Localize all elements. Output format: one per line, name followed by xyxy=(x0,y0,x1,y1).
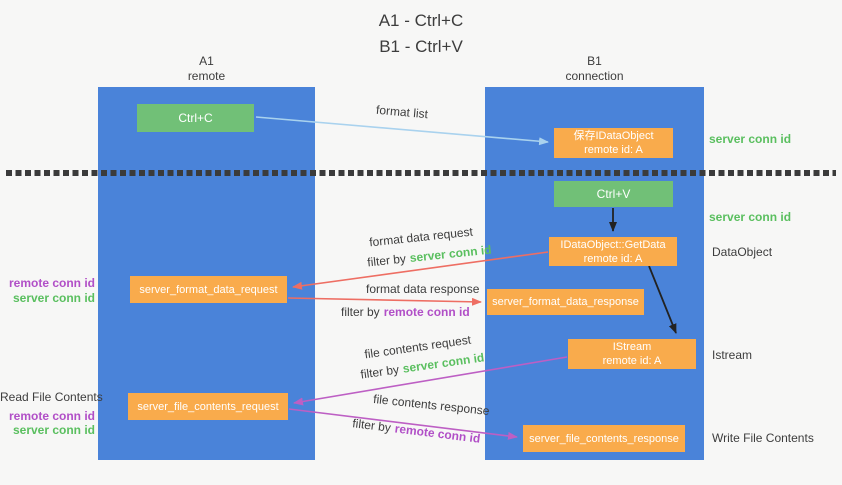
node-server-format-data-request: server_format_data_request xyxy=(130,276,287,303)
right-label-istream: Istream xyxy=(712,348,753,362)
filter-by-text: filter by xyxy=(366,251,407,270)
left-label-read-file-contents: Read File Contents xyxy=(0,390,103,404)
left-label-remote-conn-id-2: remote conn id xyxy=(8,409,95,423)
node-save-idataobject-remote-id: remote id: A xyxy=(584,144,643,156)
title-line-1: A1 - Ctrl+C xyxy=(378,11,464,30)
filter-by-text: filter by xyxy=(341,305,380,319)
lane-header-a1: A1 remote xyxy=(98,54,315,84)
right-label-server-conn-id-2: server conn id xyxy=(709,210,792,224)
edge-label-format-list: format list xyxy=(375,102,429,122)
node-save-idataobject: 保存IDataObject remote id: A xyxy=(554,128,673,158)
lane-header-b1: B1 connection xyxy=(485,54,704,84)
server-conn-id-text: server conn id xyxy=(409,242,493,266)
node-server-file-contents-request: server_file_contents_request xyxy=(128,393,288,420)
lane-a1-name: A1 xyxy=(199,54,214,68)
node-ctrl-c: Ctrl+C xyxy=(137,104,254,132)
node-getdata-title: IDataObject::GetData xyxy=(560,238,666,251)
edge-label-format-data-response: format data response xyxy=(366,282,480,296)
left-label-server-conn-id-2: server conn id xyxy=(12,423,95,437)
filter-by-text: filter by xyxy=(351,416,392,435)
node-istream: IStream remote id: A xyxy=(568,339,696,369)
filter-by-text: filter by xyxy=(359,362,400,382)
diagram-title: A1 - Ctrl+C B1 - Ctrl+V xyxy=(300,8,542,60)
lane-b1-subtitle: connection xyxy=(565,69,624,83)
right-label-dataobject: DataObject xyxy=(712,245,773,259)
title-line-2: B1 - Ctrl+V xyxy=(379,37,463,56)
node-server-file-contents-response: server_file_contents_response xyxy=(523,425,685,452)
right-label-write-file-contents: Write File Contents xyxy=(712,431,814,445)
arrow-format-data-response xyxy=(287,297,482,306)
node-ctrl-v: Ctrl+V xyxy=(554,181,673,207)
remote-conn-id-text: remote conn id xyxy=(393,421,482,446)
right-label-server-conn-id-1: server conn id xyxy=(709,132,792,146)
left-label-server-conn-id-1: server conn id xyxy=(12,291,95,305)
node-idataobject-getdata: IDataObject::GetData remote id: A xyxy=(549,237,677,266)
left-label-remote-conn-id-1: remote conn id xyxy=(8,276,95,290)
lane-a1-subtitle: remote xyxy=(187,69,226,83)
node-istream-title: IStream xyxy=(612,341,652,353)
edge-label-file-contents-response: file contents response xyxy=(372,391,491,419)
node-getdata-remote-id: remote id: A xyxy=(583,252,643,265)
node-server-format-data-response: server_format_data_response xyxy=(487,289,644,315)
node-istream-remote-id: remote id: A xyxy=(602,355,662,367)
dotted-divider-line xyxy=(6,170,836,176)
remote-conn-id-text: remote conn id xyxy=(383,305,470,319)
node-save-idataobject-title: 保存IDataObject xyxy=(573,130,654,142)
lane-b1-name: B1 xyxy=(587,54,602,68)
